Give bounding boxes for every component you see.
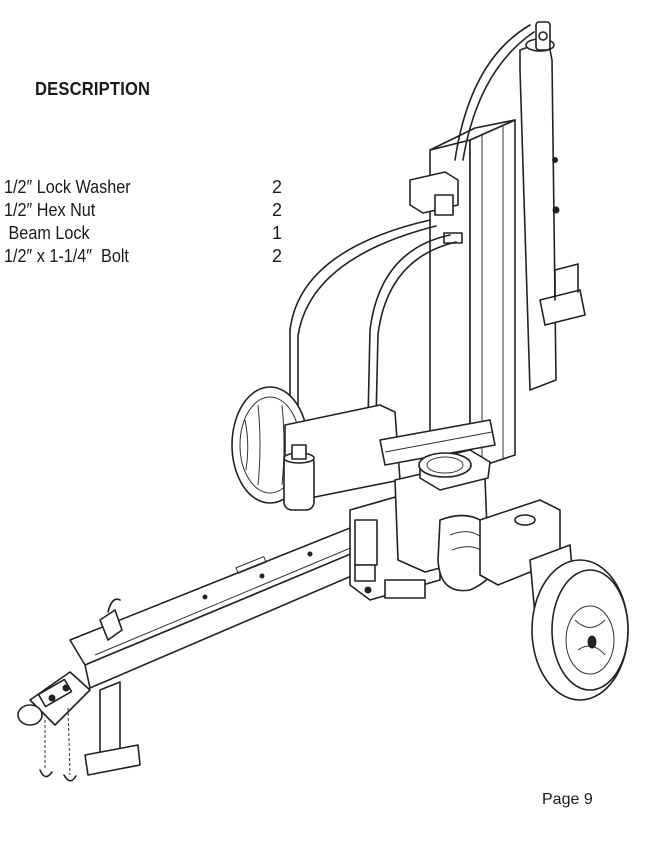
part-description: Beam Lock xyxy=(4,223,90,243)
jack-stand xyxy=(84,681,141,776)
part-row: Beam Lock 1 xyxy=(4,222,304,245)
cross-beam xyxy=(379,419,496,466)
part-quantity: 2 xyxy=(271,177,282,197)
right-wheel xyxy=(531,559,629,701)
hydraulic-hoses xyxy=(289,219,457,451)
part-description: 1/2″ Hex Nut xyxy=(4,200,96,220)
hydraulic-tank xyxy=(283,404,401,511)
part-description: 1/2″ x 1-1/4″ Bolt xyxy=(4,246,129,266)
part-row: 1/2″ Lock Washer 2 xyxy=(4,176,304,199)
part-quantity: 2 xyxy=(271,246,282,266)
hitch-coupler xyxy=(17,598,123,782)
vertical-beam xyxy=(409,21,586,481)
section-heading: DESCRIPTION xyxy=(35,79,151,99)
part-description: 1/2″ Lock Washer xyxy=(4,177,131,197)
part-row: 1/2″ Hex Nut 2 xyxy=(4,199,304,222)
part-quantity: 1 xyxy=(271,223,282,243)
page-number: Page 9 xyxy=(542,791,593,808)
part-quantity: 2 xyxy=(271,200,282,220)
part-row: 1/2″ x 1-1/4″ Bolt 2 xyxy=(4,245,304,268)
engine xyxy=(349,449,500,601)
parts-list: 1/2″ Lock Washer 2 1/2″ Hex Nut 2 Beam L… xyxy=(4,176,304,268)
